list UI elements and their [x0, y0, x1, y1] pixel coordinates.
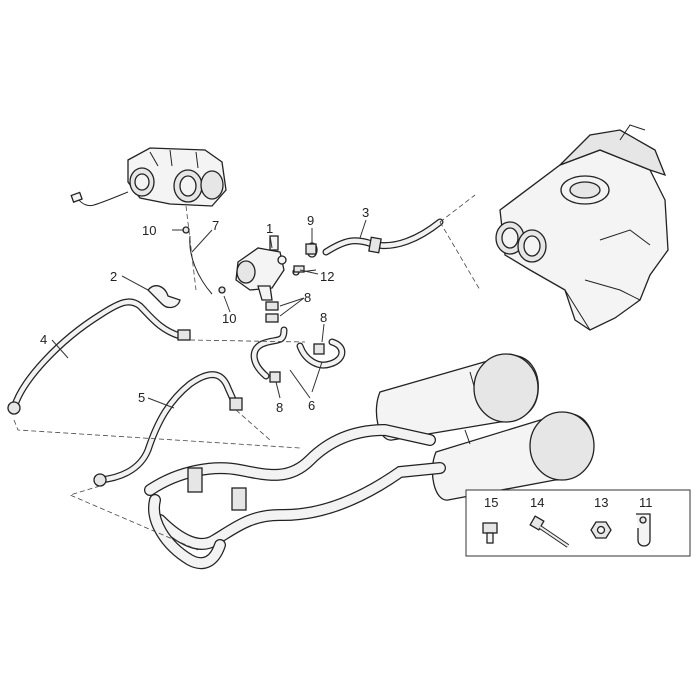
callout-8-top: 8	[304, 290, 311, 305]
bracket-2	[147, 285, 181, 309]
inset-label-15: 15	[484, 495, 498, 510]
secondary-air-valve	[235, 235, 317, 301]
callout-8-bottom: 8	[276, 400, 283, 415]
hoses-6	[250, 326, 346, 383]
callout-2: 2	[110, 269, 117, 284]
clamps-8	[265, 243, 317, 323]
hex-bolt-icon	[482, 522, 498, 544]
airbox	[495, 124, 669, 331]
pipe-4	[7, 298, 191, 415]
long-bolt-icon	[529, 515, 570, 548]
callout-4: 4	[40, 332, 47, 347]
callout-9: 9	[307, 213, 314, 228]
inset-label-13: 13	[594, 495, 608, 510]
dashed-leaders	[13, 194, 481, 551]
callout-12: 12	[320, 269, 334, 284]
callout-labels: 1 2 3 4 5 6 7 8 8 8 9 10 10 12	[40, 205, 369, 415]
callout-6: 6	[308, 398, 315, 413]
callout-10-bottom: 10	[222, 311, 236, 326]
nut-icon	[590, 521, 612, 539]
callout-leaders	[51, 219, 367, 409]
callout-7: 7	[212, 218, 219, 233]
pipe-5	[93, 371, 243, 487]
callout-1: 1	[266, 221, 273, 236]
inset-label-14: 14	[530, 495, 544, 510]
hose-3	[306, 218, 444, 258]
mufflers	[375, 353, 595, 501]
callout-5: 5	[138, 390, 145, 405]
callout-8-right: 8	[320, 310, 327, 325]
throttle-body	[70, 147, 227, 207]
callout-10-top: 10	[142, 223, 156, 238]
inset-label-11: 11	[639, 495, 653, 510]
callout-3: 3	[362, 205, 369, 220]
clamp-icon	[636, 513, 651, 547]
small-fasteners	[182, 226, 305, 295]
exhaust-headers	[144, 423, 446, 570]
hardware-inset: 15 14 13 11	[465, 489, 691, 557]
